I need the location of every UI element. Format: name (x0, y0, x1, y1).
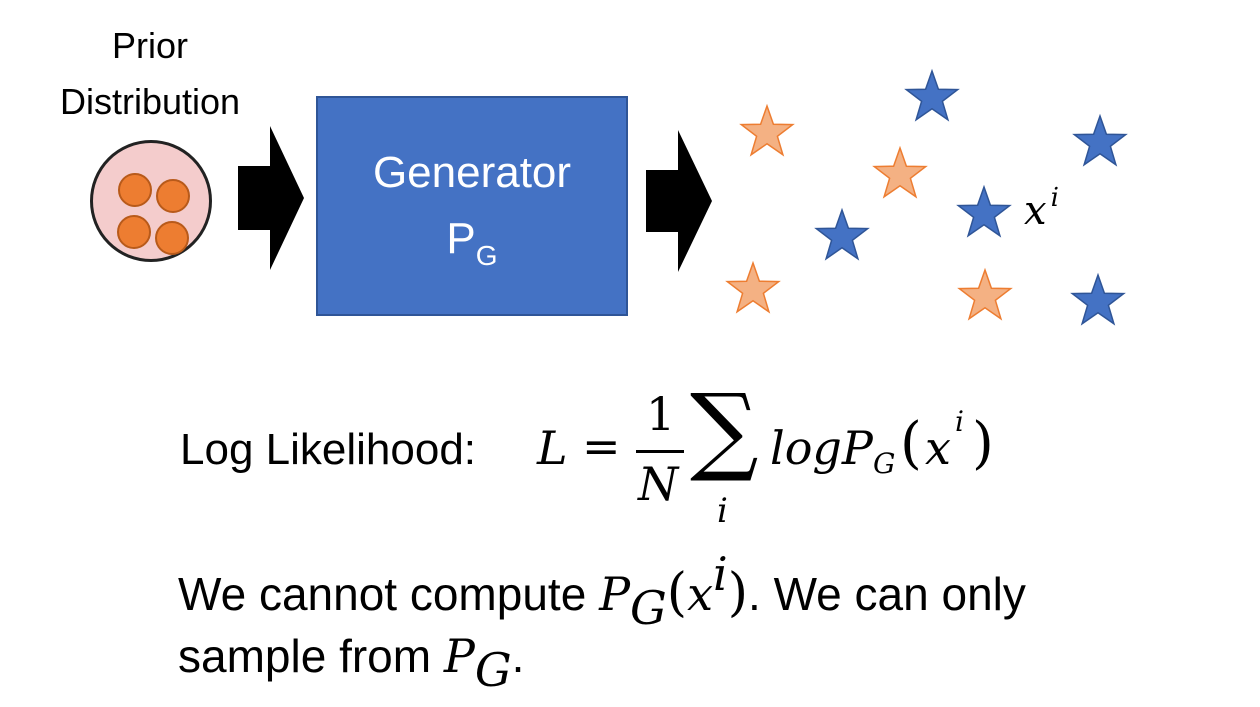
prior-distribution-circle (90, 140, 212, 262)
statement-line1: We cannot compute PG(xi). We can only (178, 547, 1228, 635)
statement-part2: . We can only (748, 568, 1026, 620)
statement-part1: We cannot compute (178, 568, 600, 620)
fraction-numerator: 1 (646, 387, 676, 441)
statement-part3: sample from (178, 630, 444, 682)
statement-part4: . (511, 630, 525, 682)
statement-p2-sub: G (474, 643, 512, 697)
prior-sample-dot (156, 179, 190, 213)
sum-index: i (717, 491, 728, 531)
prior-distribution-label: Prior Distribution (30, 18, 270, 130)
formula-equals: = (582, 419, 621, 473)
close-paren: ) (972, 411, 994, 476)
arrow-right-icon (646, 130, 712, 272)
star-icon (957, 186, 1011, 237)
statement-p-sub: G (630, 581, 667, 635)
star-icon (726, 262, 780, 313)
prior-label-line2: Distribution (59, 81, 241, 122)
statement-line2: sample from PG. (178, 625, 1228, 697)
open-paren: ( (900, 411, 922, 476)
prior-sample-dot (118, 173, 152, 207)
log-term: logP (770, 421, 873, 475)
star-icon (1073, 115, 1127, 166)
sample-label-base: x (1024, 188, 1047, 234)
generator-title: Generator (372, 148, 572, 197)
arg-base: x (925, 421, 951, 475)
sum-symbol: ∑ (690, 373, 759, 485)
generator-symbol-main: P (446, 214, 476, 263)
statement-p: P (599, 567, 631, 621)
fraction-bar (636, 450, 684, 453)
star-icon (905, 70, 959, 121)
prior-sample-dot (155, 221, 189, 255)
arrow-right-icon (238, 126, 304, 270)
fraction-denominator: N (638, 457, 679, 511)
generator-symbol: PG (318, 214, 626, 271)
statement-paren-close: ) (727, 563, 749, 623)
log-likelihood-label: Log Likelihood: (180, 425, 477, 474)
sample-stars (726, 70, 1127, 325)
statement-x: x (687, 567, 714, 621)
statement-p2: P (443, 629, 475, 683)
log-term-sub: G (873, 447, 896, 480)
star-icon (740, 105, 794, 156)
statement-paren-open: ( (666, 563, 688, 623)
statement-text: We cannot compute PG(xi). We can only sa… (178, 547, 1228, 697)
statement-x-sup: i (713, 547, 728, 601)
star-icon (815, 209, 869, 260)
prior-sample-dot (117, 215, 151, 249)
star-icon (873, 147, 927, 198)
star-icon (958, 269, 1012, 320)
star-icon (1071, 274, 1125, 325)
log-likelihood-formula: Log Likelihood: L = 1 N ∑ i logP G ( x i… (180, 373, 1080, 535)
prior-label-line1: Prior (111, 25, 188, 66)
generator-box: Generator PG (316, 96, 628, 316)
formula-lhs: L (537, 421, 568, 475)
generator-symbol-sub: G (475, 240, 498, 271)
arg-sup: i (955, 405, 964, 438)
sample-label-sup: i (1050, 183, 1059, 213)
